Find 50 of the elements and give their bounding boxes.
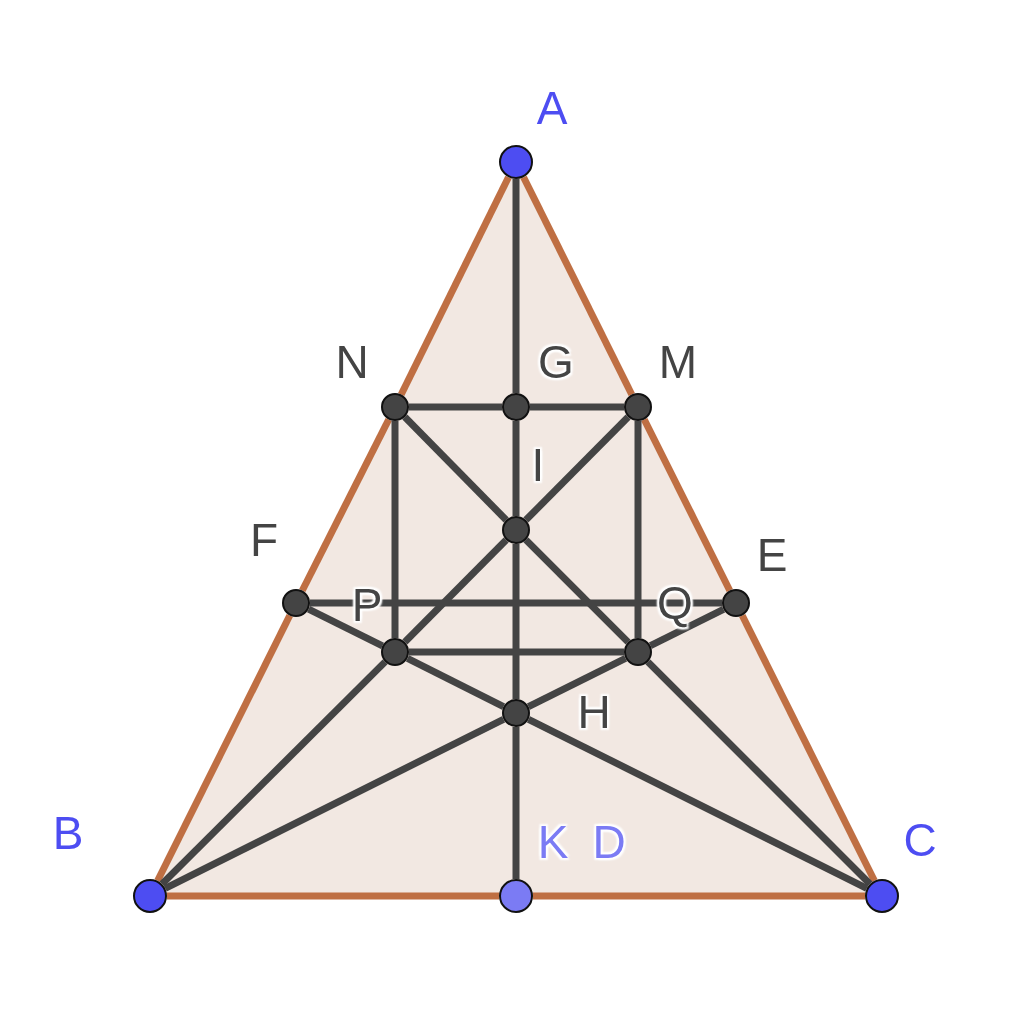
line-segment xyxy=(163,716,506,892)
point-label: H xyxy=(577,689,611,735)
point-marker xyxy=(722,589,750,617)
line-segment xyxy=(512,421,520,516)
line-segment xyxy=(405,655,506,710)
point-label: C xyxy=(903,817,937,863)
point-label: A xyxy=(536,85,568,131)
line-segment xyxy=(512,179,520,393)
point-marker xyxy=(133,879,167,913)
line-segment xyxy=(530,403,624,411)
line-segment xyxy=(526,716,869,892)
line-segment xyxy=(391,421,399,638)
line-segment xyxy=(402,537,509,645)
triangle-side xyxy=(739,613,878,883)
point-label: E xyxy=(756,532,788,578)
line-segment xyxy=(402,414,509,523)
point-label: G xyxy=(538,339,574,385)
line-segment xyxy=(526,655,628,710)
point-marker xyxy=(499,879,533,913)
point-label: B xyxy=(52,810,84,856)
point-marker xyxy=(865,879,899,913)
line-segment xyxy=(409,403,502,411)
line-segment xyxy=(159,659,388,887)
line-segment xyxy=(512,544,520,699)
line-segment xyxy=(634,421,642,638)
point-marker xyxy=(499,145,533,179)
point-marker xyxy=(624,393,652,421)
triangle-side xyxy=(533,892,865,900)
point-marker xyxy=(381,393,409,421)
line-segment xyxy=(310,599,722,607)
point-label: N xyxy=(335,339,369,385)
triangle-side xyxy=(299,417,392,593)
line-segment xyxy=(307,606,384,649)
line-segment xyxy=(523,537,631,645)
point-label: I xyxy=(531,442,545,488)
triangle-side xyxy=(520,175,635,397)
line-segment xyxy=(523,414,631,523)
line-segment xyxy=(512,727,520,879)
triangle-side xyxy=(398,175,512,396)
line-segment xyxy=(409,648,624,656)
line-segment xyxy=(648,606,726,649)
triangle-side xyxy=(641,417,733,593)
point-label: F xyxy=(249,517,279,563)
triangle-side xyxy=(167,892,499,900)
point-marker xyxy=(282,589,310,617)
point-label: D xyxy=(592,819,626,865)
triangle-side xyxy=(154,613,293,883)
point-label: M xyxy=(658,339,698,385)
line-segment xyxy=(645,659,873,887)
point-label: K xyxy=(537,819,569,865)
